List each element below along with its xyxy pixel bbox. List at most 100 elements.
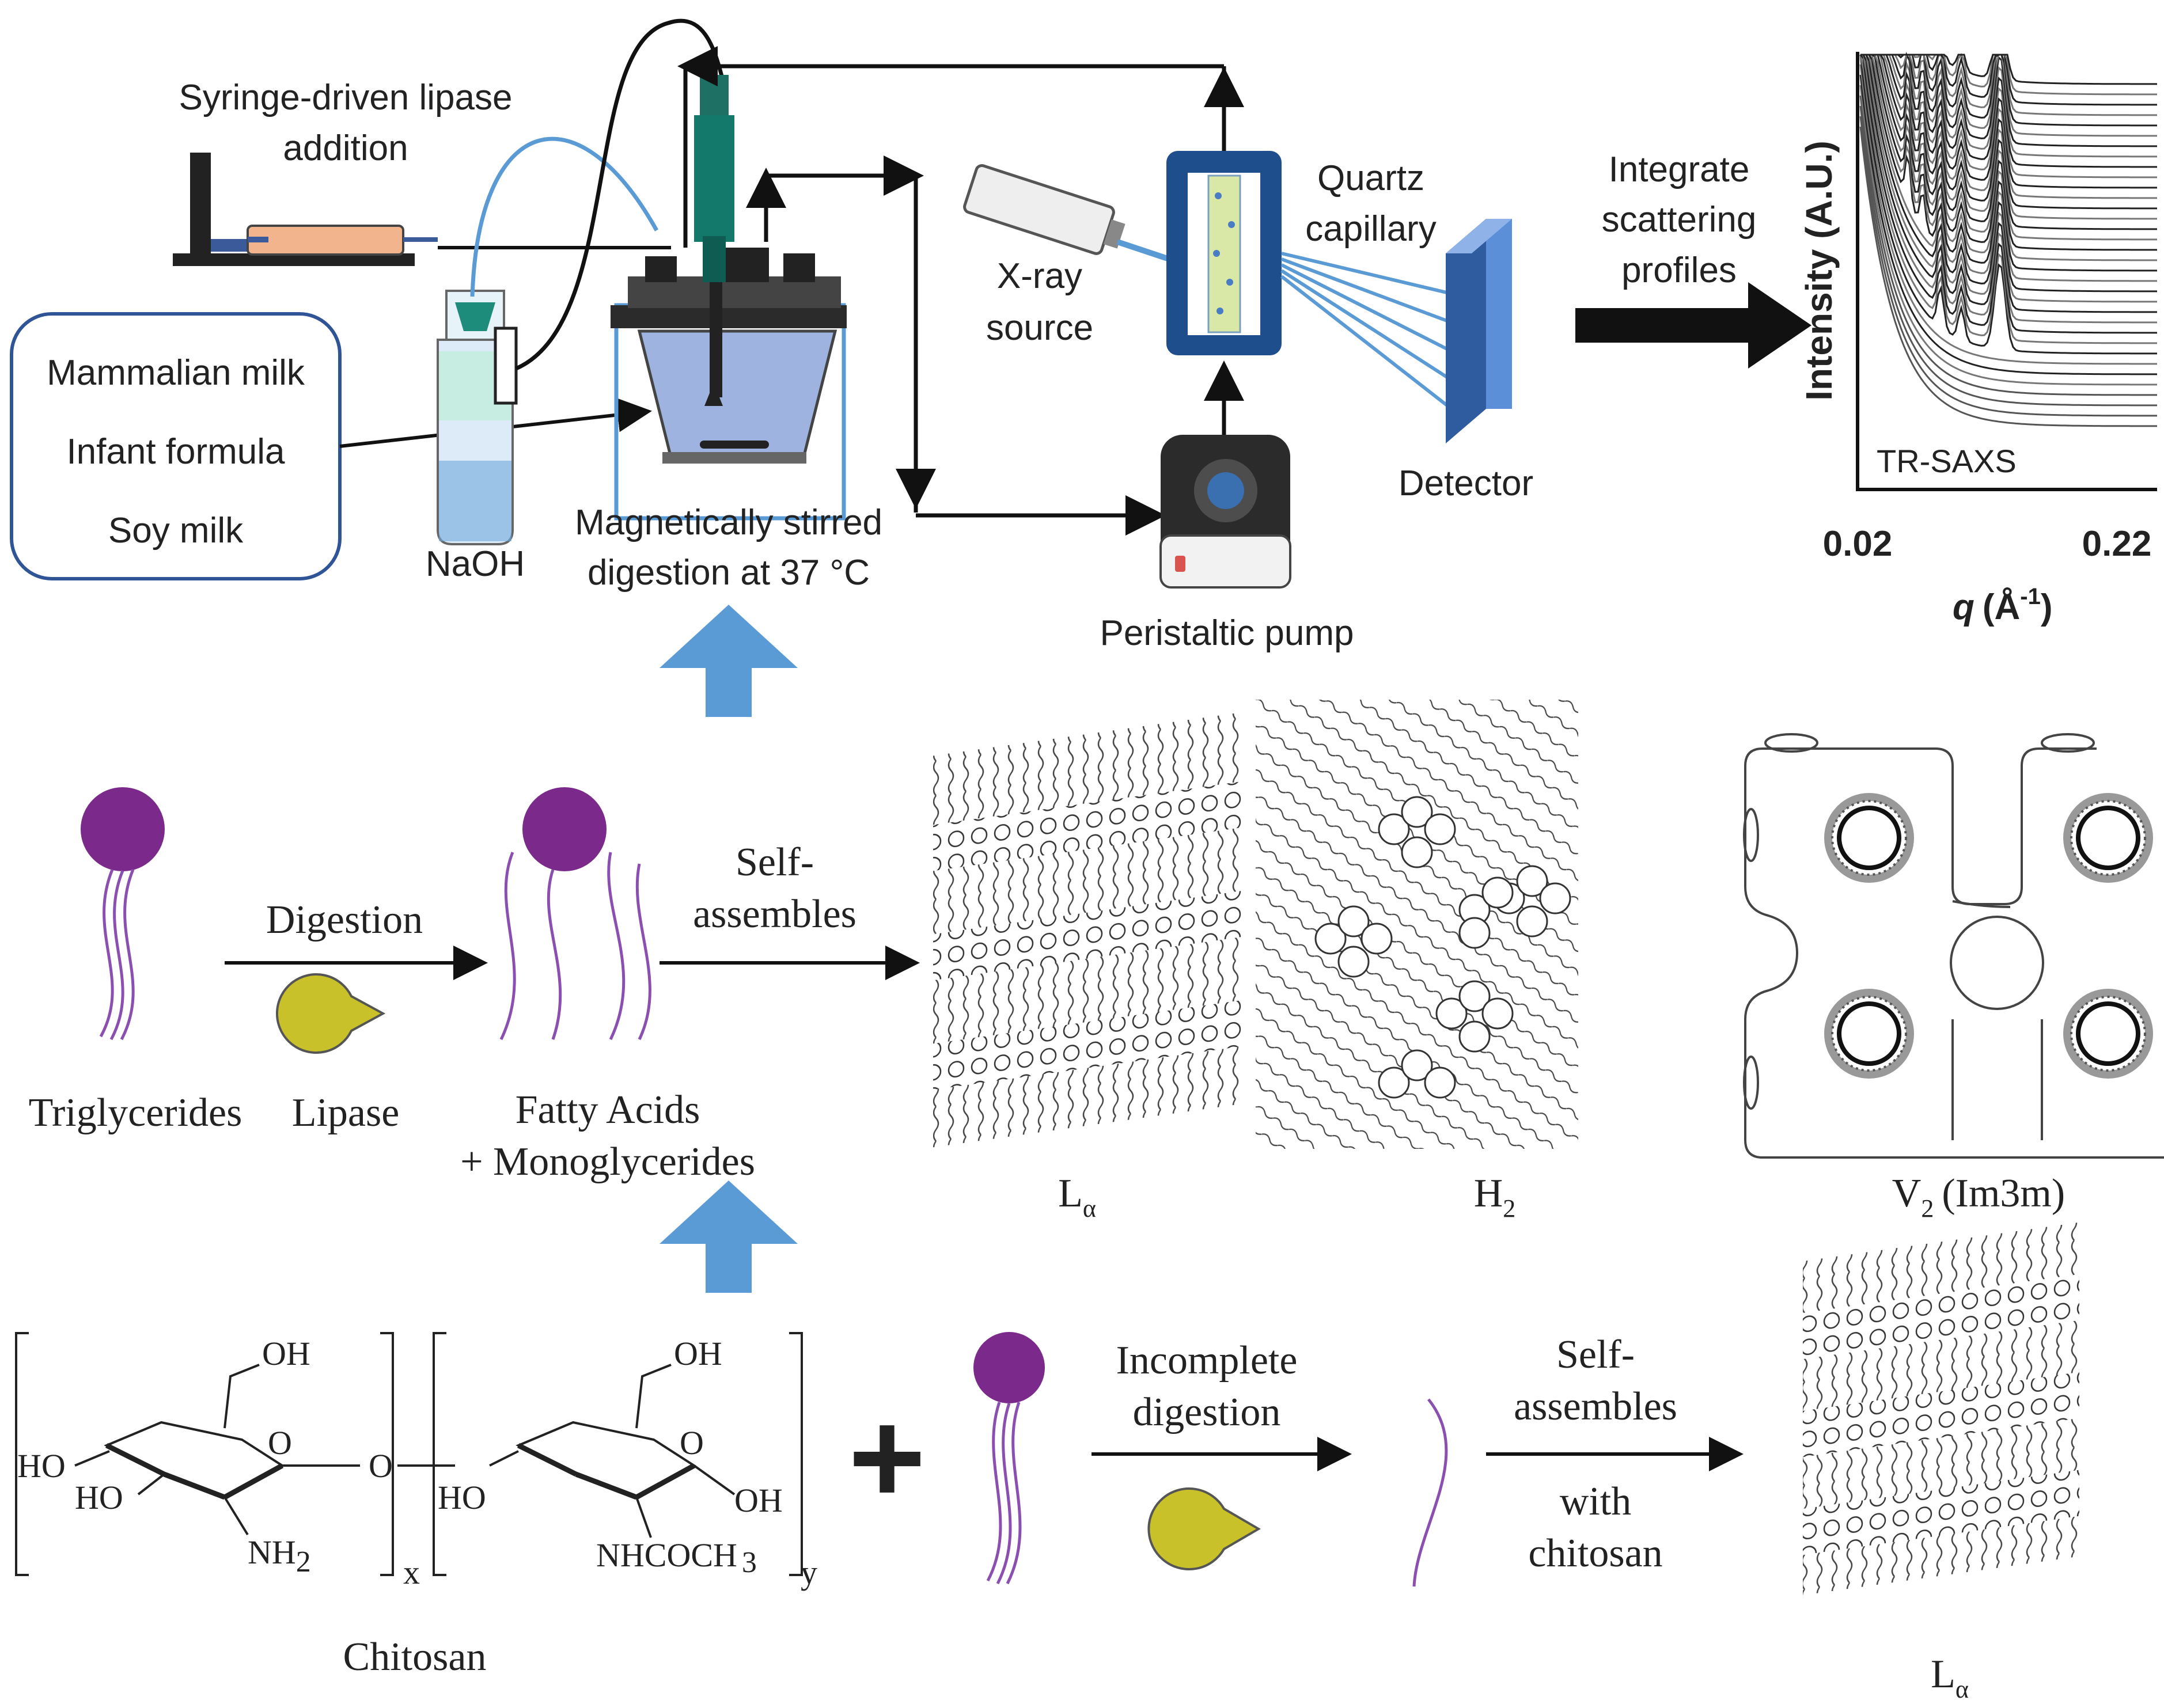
cubic-label-group: (Im3m) xyxy=(1942,1171,2065,1216)
chitosan-oh-right: OH xyxy=(734,1482,783,1519)
bottom-self-line2: assembles xyxy=(1514,1384,1677,1429)
up-arrow-to-digestion xyxy=(660,1181,798,1293)
saxs-xlabel-exp: -1 xyxy=(2020,584,2041,609)
hexagonal-phase xyxy=(1256,700,1578,1149)
digestion-row: Triglycerides Digestion Lipase Fatty Aci… xyxy=(29,700,2164,1223)
chitosan-sub-x: x xyxy=(403,1554,420,1591)
saxs-xtick-max: 0.22 xyxy=(2082,524,2152,564)
naoh-bottle xyxy=(437,290,518,545)
sample-infant-formula: Infant formula xyxy=(66,432,285,472)
chitosan-oh-top2: OH xyxy=(674,1335,722,1372)
saxs-curve xyxy=(1859,54,2157,344)
naoh-label: NaOH xyxy=(426,544,525,584)
saxs-curve xyxy=(1859,85,2157,386)
detector-label: Detector xyxy=(1399,464,1533,503)
sample-soy-milk: Soy milk xyxy=(108,511,244,551)
naoh-tubing xyxy=(470,136,659,297)
lipase-label: Lipase xyxy=(292,1091,400,1135)
chitosan-ho-left: HO xyxy=(17,1447,66,1485)
saxs-curve xyxy=(1860,54,2157,251)
detector xyxy=(1446,219,1512,443)
saxs-curves xyxy=(1859,51,2157,427)
digestion-vessel xyxy=(611,248,847,521)
cubic-label-sub: 2 xyxy=(1921,1194,1934,1223)
triglycerides-label: Triglycerides xyxy=(29,1091,242,1135)
chitosan-ho-inner: HO xyxy=(75,1479,123,1516)
chitosan-nhcoch3-sub: 3 xyxy=(742,1546,757,1579)
saxs-ylabel: Intensity (A.U.) xyxy=(1798,141,1840,401)
saxs-xtick-min: 0.02 xyxy=(1823,524,1893,564)
chitosan-ring-o2: O xyxy=(680,1424,704,1462)
vessel-label-line2: digestion at 37 °C xyxy=(588,553,870,593)
saxs-curve xyxy=(1860,54,2157,324)
saxs-curve xyxy=(1860,54,2157,261)
self-assembles-line2: assembles xyxy=(693,892,856,936)
hexagonal-label-main: H xyxy=(1474,1171,1503,1216)
chitosan-nhcoch3-main: NHCOCH xyxy=(596,1536,737,1574)
capillary-label-line2: capillary xyxy=(1305,209,1436,249)
saxs-curve xyxy=(1859,54,2157,355)
saxs-curve xyxy=(1860,54,2157,230)
saxs-curve xyxy=(1860,54,2157,85)
saxs-curve xyxy=(1859,95,2157,396)
xray-label-line2: source xyxy=(986,308,1093,348)
vessel-label-line1: Magnetically stirred xyxy=(575,503,882,542)
saxs-curve xyxy=(1860,54,2157,210)
capillary-label-line1: Quartz xyxy=(1317,158,1424,198)
saxs-curve xyxy=(1860,54,2157,199)
saxs-curve xyxy=(1860,54,2157,282)
scattered-beams xyxy=(1280,252,1453,411)
hexagonal-label-sub: 2 xyxy=(1503,1194,1515,1223)
fatty-acids-monoglycerides xyxy=(499,787,651,1041)
bottom-self-line1: Self- xyxy=(1556,1333,1635,1377)
ph-cable xyxy=(515,18,725,371)
chitosan-nh2-main: NH xyxy=(248,1534,296,1571)
saxs-curve xyxy=(1860,54,2157,179)
syringe-label-line1: Syringe-driven lipase xyxy=(179,78,513,117)
saxs-xlabel-q: q xyxy=(1953,587,1974,627)
saxs-curve xyxy=(1860,54,2157,272)
saxs-inset-label: TR-SAXS xyxy=(1877,443,2017,479)
digestion-arrow-label: Digestion xyxy=(266,898,423,942)
saxs-curve xyxy=(1859,74,2157,375)
saxs-curve xyxy=(1859,116,2157,417)
saxs-curve xyxy=(1860,54,2157,303)
saxs-curve xyxy=(1859,105,2157,407)
bottom-lamellar-main: L xyxy=(1931,1652,1955,1696)
chitosan-label: Chitosan xyxy=(343,1635,487,1679)
cubic-phase xyxy=(1743,733,2164,1159)
chitosan-nh2: NH2 xyxy=(248,1534,311,1578)
lamellar-label-main: L xyxy=(1058,1171,1083,1216)
quartz-capillary xyxy=(1166,151,1282,355)
up-arrow-to-setup xyxy=(660,605,798,717)
chitosan-ho-right: HO xyxy=(438,1479,486,1516)
integrate-line3: profiles xyxy=(1621,250,1737,290)
products-line2: + Monoglycerides xyxy=(460,1140,755,1184)
products-line1: Fatty Acids xyxy=(516,1088,700,1132)
syringe-pump xyxy=(173,153,438,266)
saxs-xlabel: q(Å-1) xyxy=(1953,584,2053,627)
saxs-curve xyxy=(1860,54,2157,189)
incomplete-line1: Incomplete xyxy=(1116,1338,1298,1383)
bottom-lamellar-sub: α xyxy=(1955,1675,1969,1703)
chitosan-ring-o1: O xyxy=(268,1424,292,1462)
lipase-pacman-2 xyxy=(1147,1487,1261,1570)
sample-mammalian-milk: Mammalian milk xyxy=(47,353,305,393)
bottom-with-line1: with xyxy=(1560,1479,1631,1524)
saxs-curve xyxy=(1859,126,2157,427)
lamellar-phase xyxy=(933,712,1244,1148)
integrate-line2: scattering xyxy=(1602,200,1757,240)
xray-source xyxy=(963,164,1125,255)
lamellar-label: Lα xyxy=(1058,1171,1096,1223)
self-assembles-line1: Self- xyxy=(736,840,814,885)
peristaltic-pump xyxy=(1159,435,1291,589)
ph-probe xyxy=(694,75,734,282)
saxs-curve xyxy=(1860,54,2157,137)
integrate-arrow xyxy=(1575,282,1811,369)
bottom-digestion-row: + Incomplete digestion Self- assembles w… xyxy=(848,1222,2079,1703)
saxs-curve xyxy=(1860,54,2157,220)
integrate-line1: Integrate xyxy=(1609,150,1750,189)
saxs-curve xyxy=(1860,54,2157,241)
